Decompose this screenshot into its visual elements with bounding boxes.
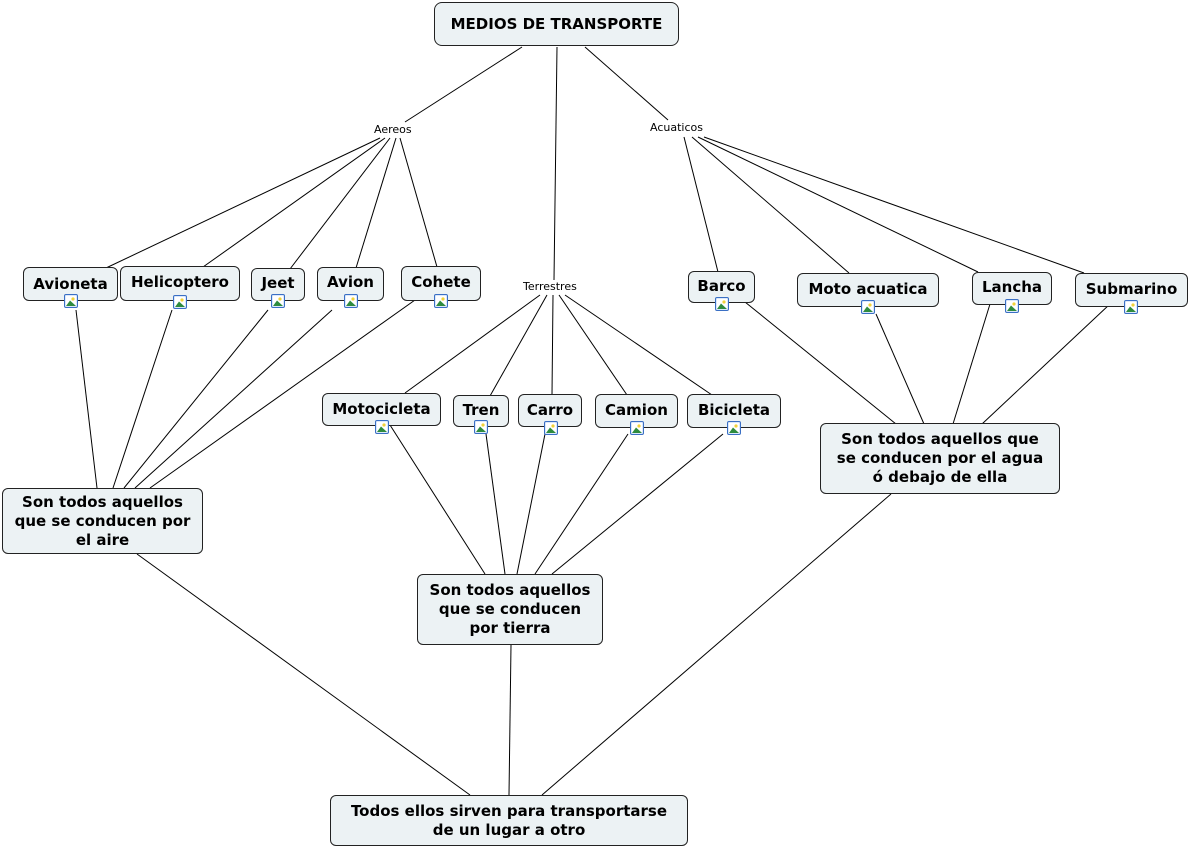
image-resource-icon[interactable] — [861, 300, 875, 314]
concept-motocicleta[interactable]: Motocicleta — [322, 393, 441, 426]
description-aire[interactable]: Son todos aquellos que se conducen por e… — [2, 488, 203, 554]
link-label-terrestres: Terrestres — [522, 280, 578, 293]
image-resource-icon[interactable] — [64, 294, 78, 308]
conclusion-concept[interactable]: Todos ellos sirven para transportarse de… — [330, 795, 688, 846]
image-resource-icon[interactable] — [1005, 299, 1019, 313]
image-resource-icon[interactable] — [1124, 300, 1138, 314]
image-resource-icon[interactable] — [715, 297, 729, 311]
description-tierra[interactable]: Son todos aquellos que se conducen por t… — [417, 574, 603, 645]
concept-moto-acuatica[interactable]: Moto acuatica — [797, 273, 939, 307]
link-label-aereos: Aereos — [373, 123, 413, 136]
image-resource-icon[interactable] — [173, 295, 187, 309]
concept-submarino[interactable]: Submarino — [1075, 273, 1188, 307]
image-resource-icon[interactable] — [434, 294, 448, 308]
image-resource-icon[interactable] — [727, 421, 741, 435]
image-resource-icon[interactable] — [544, 421, 558, 435]
image-resource-icon[interactable] — [375, 420, 389, 434]
concept-helicoptero[interactable]: Helicoptero — [120, 266, 240, 301]
description-agua[interactable]: Son todos aquellos que se conducen por e… — [820, 423, 1060, 494]
image-resource-icon[interactable] — [344, 294, 358, 308]
image-resource-icon[interactable] — [271, 294, 285, 308]
image-resource-icon[interactable] — [630, 421, 644, 435]
image-resource-icon[interactable] — [474, 420, 488, 434]
link-label-acuaticos: Acuaticos — [649, 121, 704, 134]
root-concept[interactable]: MEDIOS DE TRANSPORTE — [434, 2, 679, 46]
